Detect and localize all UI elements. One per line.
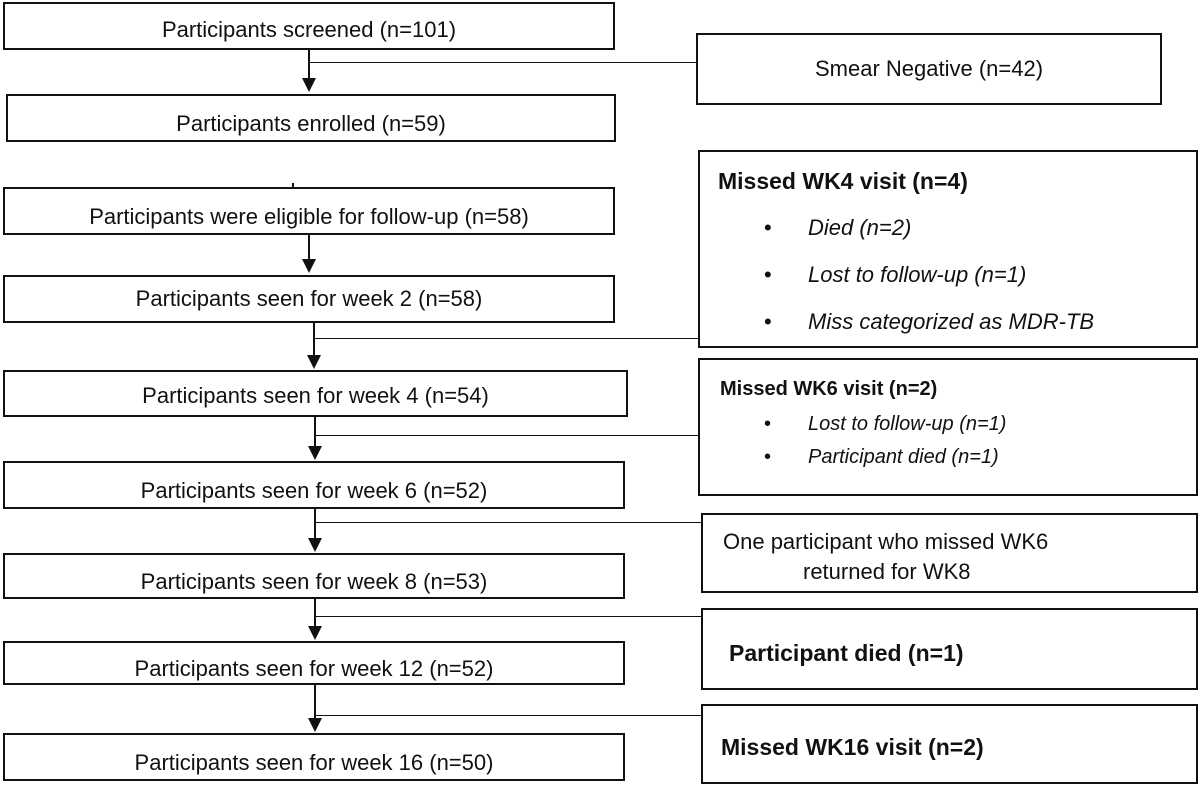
connector-line <box>313 323 315 355</box>
week4-label: Participants seen for week 4 (n=54) <box>142 382 489 408</box>
week4-box: Participants seen for week 4 (n=54) <box>3 370 628 417</box>
smear-negative-box: Smear Negative (n=42) <box>696 33 1162 105</box>
arrow-down-icon <box>307 355 321 369</box>
branch-line <box>315 522 701 523</box>
arrow-down-icon <box>308 538 322 552</box>
arrow-down-icon <box>302 259 316 273</box>
bullet-icon: • <box>764 215 772 240</box>
week8-box: Participants seen for week 8 (n=53) <box>3 553 625 599</box>
branch-line <box>315 616 701 617</box>
week2-label: Participants seen for week 2 (n=58) <box>135 286 483 311</box>
week16-label: Participants seen for week 16 (n=50) <box>134 750 494 775</box>
missed-wk6-list: •Lost to follow-up (n=1) •Participant di… <box>764 408 1006 474</box>
participant-died-label: Participant died (n=1) <box>729 640 964 666</box>
eligible-label: Participants were eligible for follow-up… <box>89 204 529 229</box>
branch-line <box>315 435 698 436</box>
list-item: •Lost to follow-up (n=1) <box>764 408 1006 441</box>
arrow-down-icon <box>308 626 322 640</box>
list-item: •Lost to follow-up (n=1) <box>764 251 1094 298</box>
screened-box: Participants screened (n=101) <box>3 2 615 50</box>
missed-wk4-box: Missed WK4 visit (n=4) •Died (n=2) •Lost… <box>698 150 1198 348</box>
missed-wk6-title: Missed WK6 visit (n=2) <box>720 378 938 400</box>
week16-box: Participants seen for week 16 (n=50) <box>3 733 625 781</box>
arrow-down-icon <box>308 446 322 460</box>
week8-label: Participants seen for week 8 (n=53) <box>140 569 488 594</box>
returned-line-1: One participant who missed WK6 <box>723 529 1049 554</box>
week12-label: Participants seen for week 12 (n=52) <box>134 656 494 681</box>
smear-negative-label: Smear Negative (n=42) <box>814 56 1044 81</box>
bullet-icon: • <box>764 262 772 287</box>
bullet-icon: • <box>764 309 772 334</box>
list-item: •Miss categorized as MDR-TB <box>764 298 1094 345</box>
week12-box: Participants seen for week 12 (n=52) <box>3 641 625 685</box>
missed-wk4-title: Missed WK4 visit (n=4) <box>718 168 968 194</box>
connector-line <box>308 50 310 80</box>
connector-line <box>314 685 316 718</box>
branch-line <box>309 62 697 63</box>
missed-wk6-box: Missed WK6 visit (n=2) •Lost to follow-u… <box>698 358 1198 496</box>
eligible-box: Participants were eligible for follow-up… <box>3 187 615 235</box>
connector-line <box>314 599 316 626</box>
connector-line <box>314 417 316 446</box>
missed-wk4-list: •Died (n=2) •Lost to follow-up (n=1) •Mi… <box>764 204 1094 345</box>
week6-box: Participants seen for week 6 (n=52) <box>3 461 625 509</box>
week2-box: Participants seen for week 2 (n=58) <box>3 275 615 323</box>
enrolled-box: Participants enrolled (n=59) <box>6 94 616 142</box>
branch-line <box>314 338 698 339</box>
bullet-icon: • <box>764 413 772 435</box>
list-item: •Died (n=2) <box>764 204 1094 251</box>
missed-wk16-box: Missed WK16 visit (n=2) <box>701 704 1198 784</box>
enrolled-label: Participants enrolled (n=59) <box>176 111 446 136</box>
connector-line <box>292 183 294 187</box>
week6-label: Participants seen for week 6 (n=52) <box>140 478 488 503</box>
missed-wk16-label: Missed WK16 visit (n=2) <box>721 734 984 760</box>
branch-line <box>315 715 701 716</box>
arrow-down-icon <box>302 78 316 92</box>
connector-line <box>314 509 316 538</box>
screened-label: Participants screened (n=101) <box>161 17 457 42</box>
connector-line <box>308 235 310 259</box>
list-item: •Participant died (n=1) <box>764 441 1006 474</box>
bullet-icon: • <box>764 446 772 468</box>
returned-line-2: returned for WK8 <box>803 559 971 584</box>
participant-died-box: Participant died (n=1) <box>701 608 1198 690</box>
arrow-down-icon <box>308 718 322 732</box>
returned-box: One participant who missed WK6 returned … <box>701 513 1198 593</box>
